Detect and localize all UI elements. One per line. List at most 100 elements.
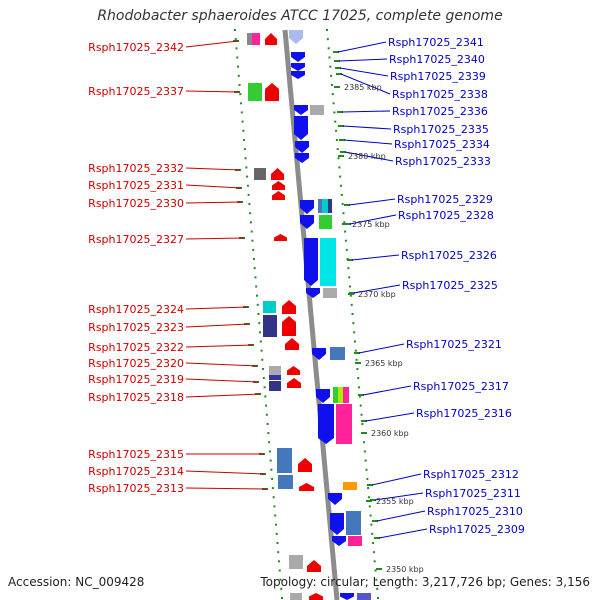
genome-summary: Topology: circular; Length: 3,217,726 bp… <box>260 575 590 589</box>
right-tick-dot <box>326 29 328 31</box>
gene-arrow-forward <box>272 191 285 200</box>
left-tick-dot <box>271 487 274 490</box>
right-tick-dot <box>339 184 342 187</box>
right-tick-dot <box>343 221 346 224</box>
left-gene-label: Rsph17025_2318 <box>88 391 184 404</box>
gene-block <box>322 199 330 213</box>
gene-arrow-reverse <box>328 493 342 505</box>
right-tick-dot <box>341 203 344 206</box>
right-tick-dot <box>360 413 363 416</box>
left-tick-dot <box>264 395 267 398</box>
gene-arrow-reverse <box>306 288 320 298</box>
left-tick-dot <box>279 578 282 581</box>
right-tick-dot <box>372 542 375 545</box>
scale-label: 2355 kbp <box>376 497 414 506</box>
gene-block <box>343 482 357 490</box>
gene-arrow-reverse <box>330 513 344 535</box>
scale-label: 2375 kbp <box>352 220 390 229</box>
gene-arrow-forward <box>274 234 287 241</box>
label-leaders <box>185 40 428 539</box>
right-tick-dot <box>353 340 356 343</box>
left-tick-dot <box>249 221 252 224</box>
left-gene-label: Rsph17025_2330 <box>88 197 184 210</box>
gene-arrow-forward <box>298 458 312 472</box>
left-tick-dot <box>261 358 264 361</box>
right-tick-dot <box>377 597 379 599</box>
left-tick-dot <box>259 340 262 343</box>
left-tick-dot <box>262 367 265 370</box>
left-tick-dot <box>234 29 236 31</box>
left-tick-dot <box>278 569 281 572</box>
right-leader-line <box>343 139 393 145</box>
left-tick-dot <box>248 203 251 206</box>
gene-arrow-reverse <box>300 200 314 214</box>
gene-block <box>338 387 343 403</box>
right-tick-dot <box>344 230 347 233</box>
left-leader-line <box>185 470 266 475</box>
left-tick-dot <box>271 477 274 480</box>
left-gene-label: Rsph17025_2315 <box>88 448 184 461</box>
right-leader-line <box>341 110 391 113</box>
left-tick-dot <box>244 157 247 160</box>
left-tick-dot <box>281 597 283 599</box>
scale-label: 2370 kbp <box>358 290 396 299</box>
right-tick-dot <box>358 386 361 389</box>
right-tick-dot <box>365 468 368 471</box>
left-tick-dot <box>240 111 243 114</box>
left-tick-dot <box>235 47 238 50</box>
left-tick-dot <box>274 514 277 517</box>
gene-block <box>252 33 260 45</box>
right-gene-label: Rsph17025_2317 <box>413 380 509 393</box>
left-tick-dot <box>280 587 283 590</box>
left-tick-dot <box>263 386 266 389</box>
left-tick-dot <box>243 138 246 141</box>
right-gene-label: Rsph17025_2325 <box>402 279 498 292</box>
right-leader-line <box>376 510 426 522</box>
gene-block <box>289 555 303 569</box>
gene-block <box>278 475 293 489</box>
left-tick-dot <box>246 175 249 178</box>
left-tick-dot <box>269 459 272 462</box>
left-gene-label: Rsph17025_2324 <box>88 303 184 316</box>
left-tick-dot <box>255 285 258 288</box>
right-leader-line <box>338 58 388 62</box>
left-tick-dot <box>247 193 250 196</box>
right-leader-line <box>378 528 428 539</box>
left-tick-dot <box>275 532 278 535</box>
right-tick-dot <box>367 496 370 499</box>
gene-block <box>319 215 332 229</box>
right-gene-label: Rsph17025_2334 <box>394 138 490 151</box>
gene-arrow-reverse <box>312 348 326 360</box>
gene-arrow-forward <box>299 483 314 491</box>
right-gene-label: Rsph17025_2339 <box>390 70 486 83</box>
gene-block <box>328 199 332 213</box>
right-gene-label: Rsph17025_2333 <box>395 155 491 168</box>
left-tick-dot <box>273 505 276 508</box>
scale-label: 2380 kbp <box>348 152 386 161</box>
gene-block <box>277 448 292 473</box>
gene-arrow-reverse <box>295 153 309 163</box>
right-gene-label: Rsph17025_2309 <box>429 523 525 536</box>
right-tick-dot <box>338 166 341 169</box>
right-leader-line <box>362 385 412 396</box>
right-tick-dot <box>335 129 338 132</box>
right-leader-line <box>349 214 397 225</box>
gene-arrow-forward <box>285 338 299 350</box>
right-tick-dot <box>345 248 348 251</box>
right-gene-label: Rsph17025_2316 <box>416 407 512 420</box>
left-tick-dot <box>277 560 280 563</box>
left-tick-dot <box>265 413 268 416</box>
right-gene-label: Rsph17025_2312 <box>423 468 519 481</box>
left-tick-dot <box>237 65 240 68</box>
right-tick-dot <box>349 285 352 288</box>
gene-block <box>333 387 338 403</box>
left-tick-dot <box>268 441 271 444</box>
right-tick-dot <box>371 532 374 535</box>
left-tick-dot <box>270 468 273 471</box>
right-leader-line <box>358 343 405 354</box>
right-tick-dot <box>368 505 371 508</box>
left-tick-dot <box>237 74 240 77</box>
gene-block <box>357 593 371 600</box>
right-tick-dot <box>331 93 334 96</box>
